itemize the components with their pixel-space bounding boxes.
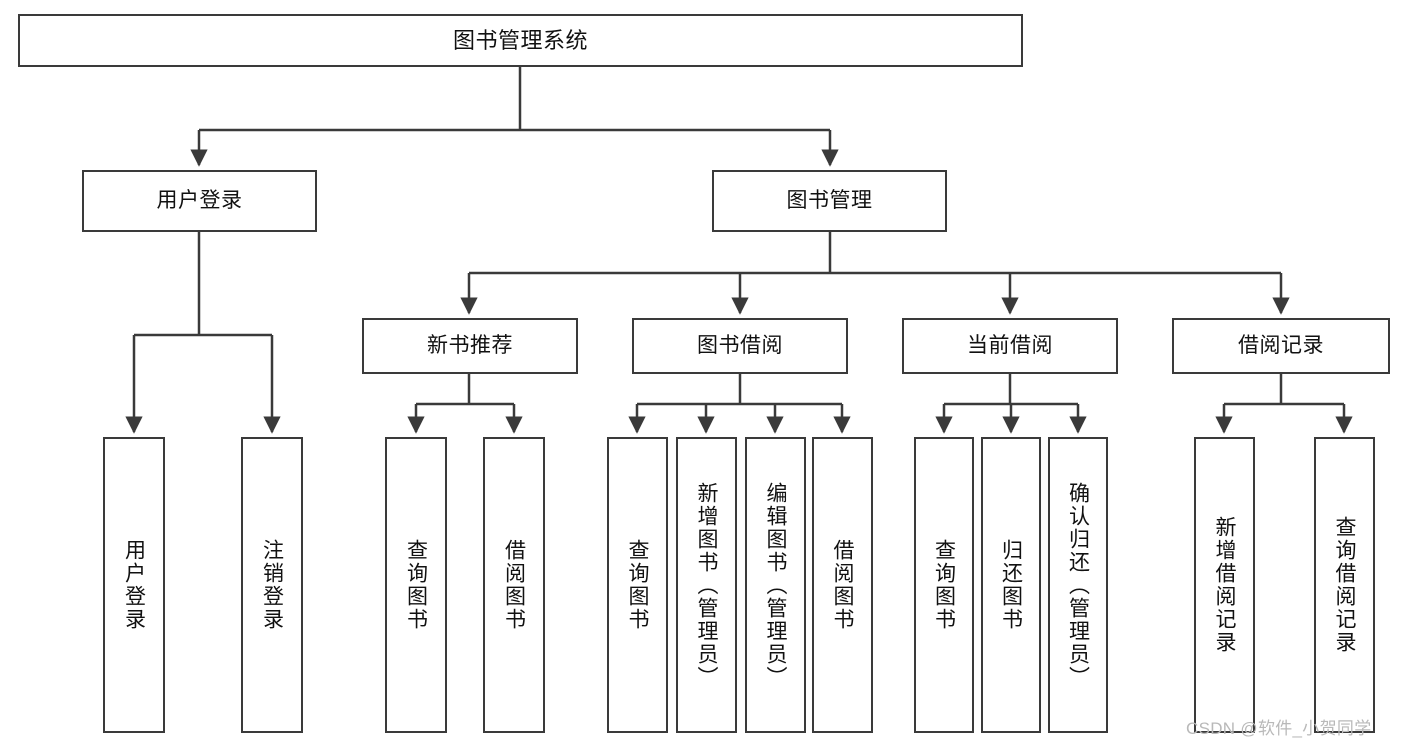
node-current-borrow-label: 当前借阅: [967, 333, 1053, 357]
leaf-user-login[interactable]: 用户登录: [103, 437, 165, 733]
leaf-user-login-label: 用户登录: [122, 539, 146, 631]
node-current-borrow[interactable]: 当前借阅: [902, 318, 1118, 374]
leaf-logout[interactable]: 注销登录: [241, 437, 303, 733]
leaf-br-query-record-label: 查询借阅记录: [1333, 516, 1356, 654]
node-user-login-label: 用户登录: [156, 188, 243, 212]
node-borrow-records-label: 借阅记录: [1238, 333, 1324, 357]
leaf-bb-borrow-book-label: 借阅图书: [831, 539, 854, 631]
node-new-book-recommend[interactable]: 新书推荐: [362, 318, 578, 374]
node-root-label: 图书管理系统: [452, 27, 588, 53]
leaf-bb-borrow-book[interactable]: 借阅图书: [812, 437, 873, 733]
leaf-bb-query-book[interactable]: 查询图书: [607, 437, 668, 733]
leaf-nb-borrow-book[interactable]: 借阅图书: [483, 437, 545, 733]
node-book-management-label: 图书管理: [786, 188, 873, 212]
leaf-br-query-record[interactable]: 查询借阅记录: [1314, 437, 1375, 733]
leaf-nb-borrow-book-label: 借阅图书: [502, 539, 526, 631]
leaf-br-add-record[interactable]: 新增借阅记录: [1194, 437, 1255, 733]
leaf-bb-edit-book-label: 编辑图书（管理员）: [764, 481, 787, 689]
node-book-management[interactable]: 图书管理: [712, 170, 947, 232]
leaf-cb-return-book[interactable]: 归还图书: [981, 437, 1041, 733]
node-book-borrow-label: 图书借阅: [697, 333, 783, 357]
leaf-cb-confirm-return[interactable]: 确认归还（管理员）: [1048, 437, 1108, 733]
leaf-bb-query-book-label: 查询图书: [626, 539, 649, 631]
leaf-cb-confirm-return-label: 确认归还（管理员）: [1066, 481, 1090, 689]
node-borrow-records[interactable]: 借阅记录: [1172, 318, 1390, 374]
leaf-nb-query-book-label: 查询图书: [404, 539, 428, 631]
node-new-book-recommend-label: 新书推荐: [427, 333, 513, 357]
node-user-login[interactable]: 用户登录: [82, 170, 317, 232]
leaf-nb-query-book[interactable]: 查询图书: [385, 437, 447, 733]
leaf-cb-query-book-label: 查询图书: [932, 539, 956, 631]
leaf-bb-edit-book[interactable]: 编辑图书（管理员）: [745, 437, 806, 733]
leaf-cb-return-book-label: 归还图书: [999, 539, 1023, 631]
leaf-logout-label: 注销登录: [260, 539, 284, 631]
leaf-bb-add-book-label: 新增图书（管理员）: [695, 481, 718, 689]
leaf-br-add-record-label: 新增借阅记录: [1213, 516, 1236, 654]
node-root[interactable]: 图书管理系统: [18, 14, 1023, 67]
leaf-cb-query-book[interactable]: 查询图书: [914, 437, 974, 733]
node-book-borrow[interactable]: 图书借阅: [632, 318, 848, 374]
leaf-bb-add-book[interactable]: 新增图书（管理员）: [676, 437, 737, 733]
